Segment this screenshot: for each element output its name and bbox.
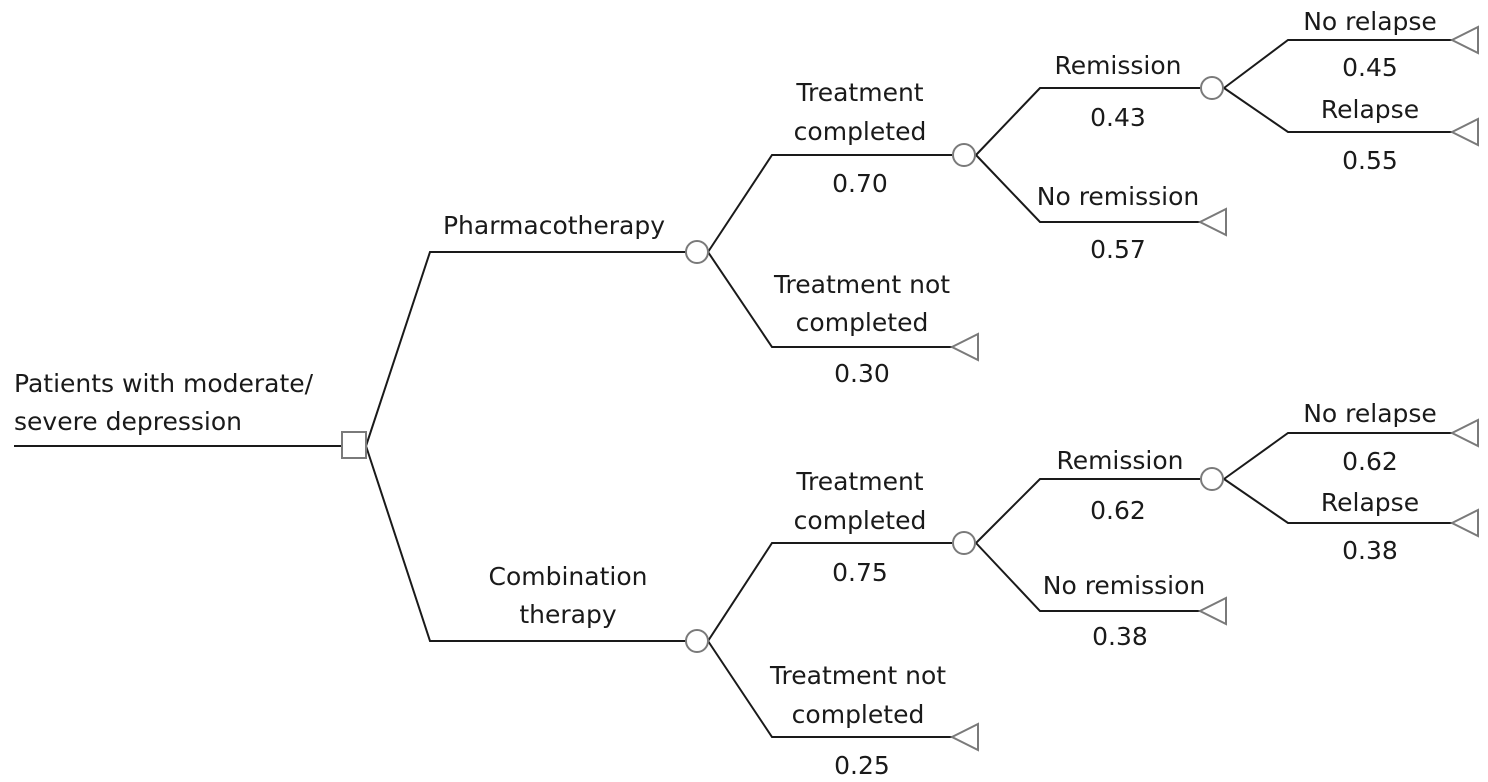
bottom-not-completed-edge	[707, 640, 952, 738]
bottom-chance-node	[685, 629, 709, 653]
top-chance-node	[685, 240, 709, 264]
pharmacotherapy-label: Pharmacotherapy	[443, 211, 665, 240]
top-completed-label-line1: Treatment	[795, 78, 923, 107]
bottom-remission-edge	[975, 478, 1200, 544]
top-no-relapse-label: No relapse	[1303, 7, 1437, 36]
top-no-relapse-terminal-icon	[1449, 25, 1479, 55]
top-not-completed-terminal-icon	[949, 332, 979, 362]
top-completed-prob: 0.70	[832, 169, 888, 198]
top-completed-edge	[707, 154, 952, 253]
top-not-completed-prob: 0.30	[834, 359, 890, 388]
bottom-not-completed-label-line2: completed	[792, 700, 925, 729]
top-remission-prob: 0.43	[1090, 103, 1146, 132]
top-relapse-edge	[1223, 87, 1452, 133]
top-no-remission-edge	[975, 154, 1200, 223]
bottom-remission-label: Remission	[1056, 446, 1183, 475]
combination-therapy-edge	[365, 445, 686, 642]
top-no-remission-terminal-icon	[1197, 207, 1227, 237]
bottom-not-completed-prob: 0.25	[834, 751, 890, 780]
top-no-remission-prob: 0.57	[1090, 235, 1146, 264]
top-relapse-prob: 0.55	[1342, 146, 1398, 175]
bottom-no-remission-prob: 0.38	[1092, 622, 1148, 651]
top-not-completed-label-line2: completed	[796, 308, 929, 337]
bottom-remission-chance-node	[1200, 467, 1224, 491]
decision-node	[341, 431, 367, 459]
top-remission-chance-node	[1200, 76, 1224, 100]
top-no-relapse-edge	[1223, 39, 1452, 89]
combination-therapy-label-line1: Combination	[489, 562, 648, 591]
bottom-no-relapse-terminal-icon	[1449, 418, 1479, 448]
bottom-completed-label-line1: Treatment	[795, 467, 923, 496]
bottom-no-relapse-prob: 0.62	[1342, 447, 1398, 476]
bottom-completed-chance-node	[952, 531, 976, 555]
bottom-not-completed-label-line1: Treatment not	[769, 661, 946, 690]
root-label-line2: severe depression	[14, 407, 242, 436]
bottom-no-relapse-edge	[1223, 432, 1452, 480]
top-completed-chance-node	[952, 143, 976, 167]
top-no-remission-label: No remission	[1037, 182, 1200, 211]
bottom-relapse-terminal-icon	[1449, 508, 1479, 538]
top-not-completed-edge	[707, 251, 952, 348]
bottom-relapse-prob: 0.38	[1342, 536, 1398, 565]
top-completed-label-line2: completed	[794, 117, 927, 146]
bottom-relapse-edge	[1223, 478, 1452, 524]
bottom-completed-label-line2: completed	[794, 506, 927, 535]
bottom-remission-prob: 0.62	[1090, 496, 1146, 525]
top-no-relapse-prob: 0.45	[1342, 53, 1398, 82]
top-not-completed-label-line1: Treatment not	[773, 270, 950, 299]
bottom-relapse-label: Relapse	[1321, 488, 1419, 517]
bottom-completed-prob: 0.75	[832, 558, 888, 587]
top-relapse-label: Relapse	[1321, 95, 1419, 124]
bottom-no-remission-terminal-icon	[1197, 596, 1227, 626]
combination-therapy-label-line2: therapy	[519, 600, 616, 629]
pharmacotherapy-edge	[365, 251, 686, 447]
bottom-completed-edge	[707, 542, 952, 642]
bottom-no-relapse-label: No relapse	[1303, 399, 1437, 428]
bottom-no-remission-edge	[975, 542, 1200, 612]
top-remission-label: Remission	[1054, 51, 1181, 80]
top-relapse-terminal-icon	[1449, 117, 1479, 147]
top-remission-edge	[975, 87, 1200, 156]
bottom-no-remission-label: No remission	[1043, 571, 1206, 600]
root-label-line1: Patients with moderate/	[14, 369, 314, 398]
bottom-not-completed-terminal-icon	[949, 722, 979, 752]
